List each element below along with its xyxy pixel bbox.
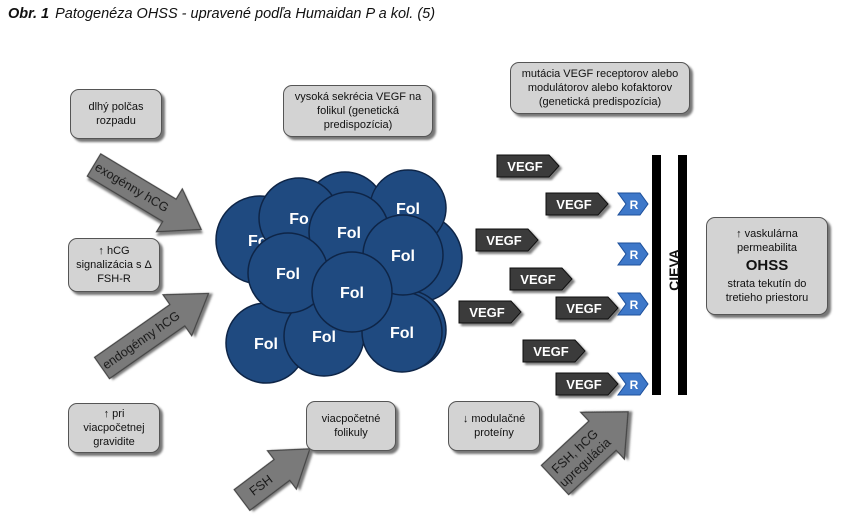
vessel-wall-right [678,155,687,395]
follicle-label: Fol [396,201,420,218]
receptor: R [617,242,649,266]
vegf-tag: VEGF [555,372,619,396]
receptor: R [617,192,649,216]
follicle-label: Fol [276,266,300,283]
receptor: R [617,292,649,316]
half-life-box: dlhý polčas rozpadu [70,89,162,139]
ohss-outcome-box: ↑ vaskulárna permeabilita OHSS strata te… [706,217,828,315]
vegf-label: VEGF [469,305,504,320]
half-life-text: dlhý polčas rozpadu [88,101,144,127]
multi-follicles-box: viacpočetné folikuly [306,401,396,451]
receptor-label: R [630,378,639,392]
receptor-label: R [630,298,639,312]
outcome-top-text: ↑ vaskulárna permeabilita [736,228,798,254]
vegf-tag: VEGF [545,192,609,216]
vessel-label: CIEVA [666,249,682,291]
vegf-label: VEGF [566,301,601,316]
figure-caption: Obr. 1 Patogenéza OHSS - upravené podľa H… [8,6,435,22]
fsh-arrow: FSH [233,448,311,512]
follicle-cluster: FolFoFoFolFolFolFolFolFolFolFol [215,169,463,384]
mutations-text: mutácia VEGF receptorov alebo modulátoro… [521,68,679,108]
caption-label: Obr. 1 [8,6,50,22]
receptor-label: R [630,198,639,212]
follicle-label: Fol [340,285,364,302]
vegf-tag: VEGF [522,339,586,363]
follicle-label: Fol [312,329,336,346]
vegf-tag: VEGF [555,296,619,320]
modulating-proteins-box: ↓ modulačné proteíny [448,401,540,451]
follicle-label: Fo [289,211,309,228]
vegf-label: VEGF [486,233,521,248]
multi-follicles-text: viacpočetné folikuly [321,413,381,439]
vegf-tag: VEGF [509,267,573,291]
hcg-signal-box: ↑ hCG signalizácia s Δ FSH-R [68,238,160,292]
vegf-tag: VEGF [458,300,522,324]
follicle-label: Fol [391,248,415,265]
mutations-box: mutácia VEGF receptorov alebo modulátoro… [510,62,690,114]
caption-title: Patogenéza OHSS - upravené podľa Humaida… [55,6,436,22]
follicle-label: Fol [390,325,414,342]
vegf-label: VEGF [507,159,542,174]
vegf-tag: VEGF [496,154,560,178]
receptors: R R R R [617,192,649,396]
exogenous-hcg-label: exogénny hCG [92,160,171,215]
vessel-wall-left [652,155,661,395]
follicle-label: Fol [337,225,361,242]
receptor-label: R [630,248,639,262]
outcome-title: OHSS [745,257,789,274]
multiple-pregnancy-box: ↑ pri viacpočetnej gravidite [68,403,160,453]
vessel: CIEVA [652,155,687,395]
outcome-bottom-text: strata tekutín do tretieho priestoru [725,278,809,304]
vegf-arrows: VEGF VEGF VEGF VEGF VEGF VEGF VEGF VEGF [458,154,619,396]
vegf-secretion-box: vysoká sekrécia VEGF na folikul (genetic… [283,85,433,137]
vegf-label: VEGF [533,344,568,359]
vegf-label: VEGF [556,197,591,212]
receptor: R [617,372,649,396]
vegf-label: VEGF [566,377,601,392]
vegf-tag: VEGF [475,228,539,252]
follicle: Fol [311,251,393,333]
upregulation-arrow: FSH, hCG upregulácia [540,411,629,496]
follicle: Fol [247,232,329,314]
endogenous-hcg-label: endogénny hCG [100,309,183,373]
vegf-secretion-text: vysoká sekrécia VEGF na folikul (genetic… [294,91,422,131]
follicle-label: Fol [254,336,278,353]
vegf-label: VEGF [520,272,555,287]
multiple-pregnancy-text: ↑ pri viacpočetnej gravidite [83,408,145,448]
exogenous-hcg-arrow: exogénny hCG [86,153,203,233]
hcg-signal-text: ↑ hCG signalizácia s Δ FSH-R [76,245,152,285]
modulating-proteins-text: ↓ modulačné proteíny [462,413,526,439]
